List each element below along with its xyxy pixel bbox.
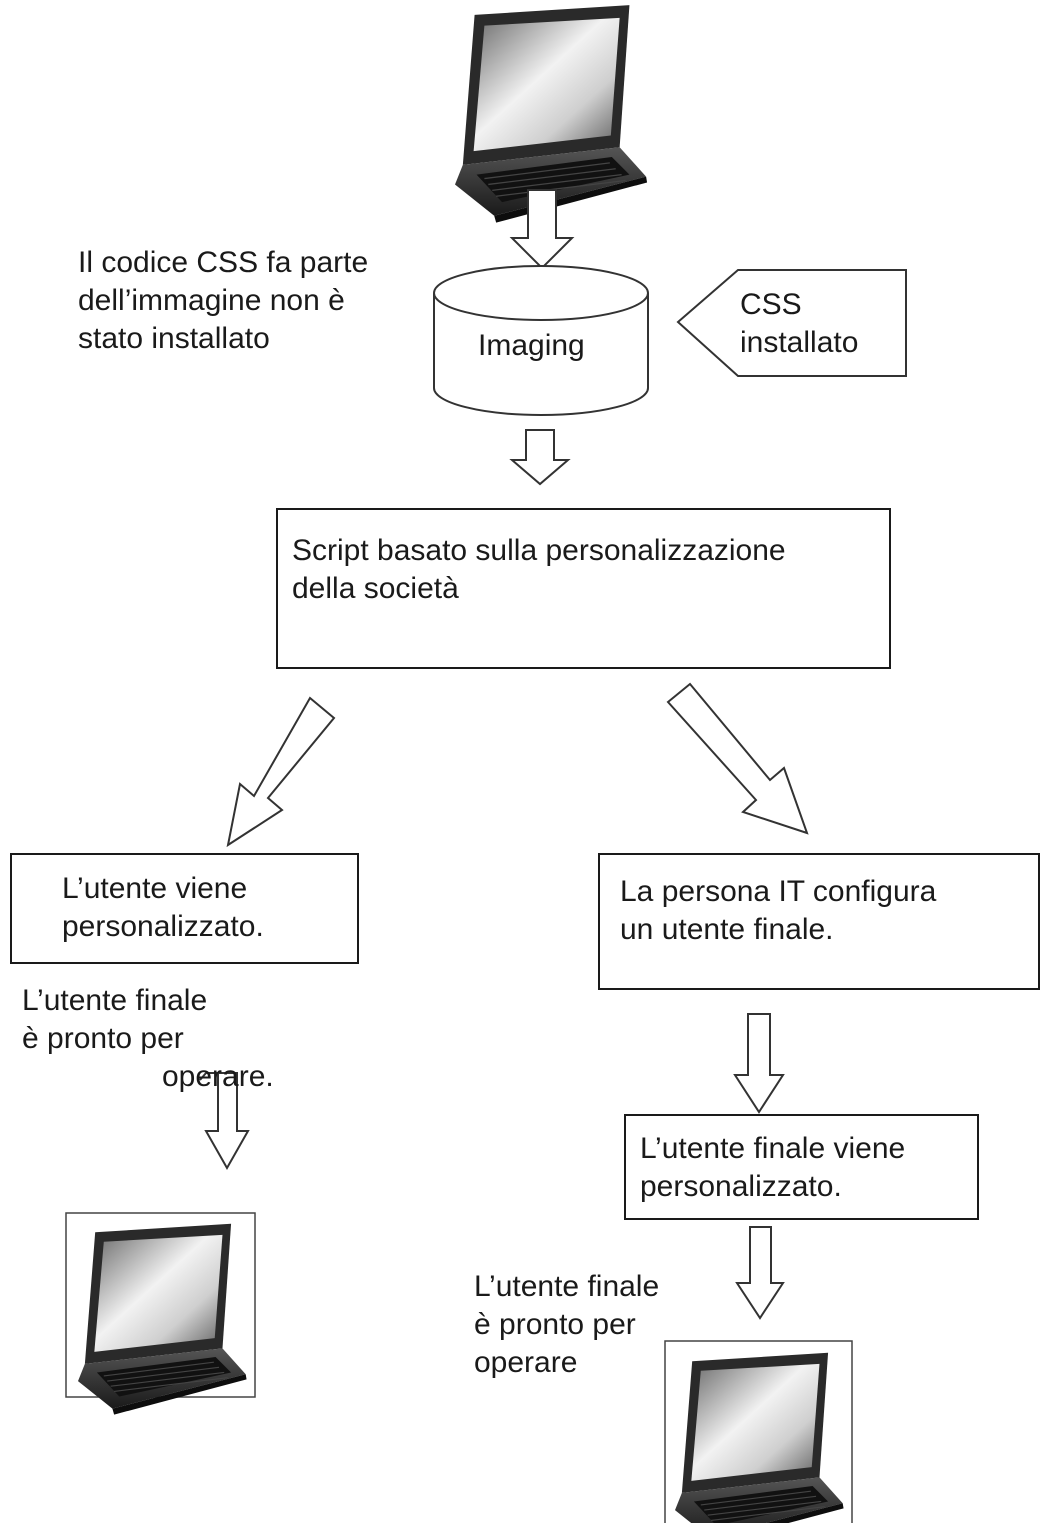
script-box <box>276 508 891 669</box>
user-customized-line: L’utente viene <box>62 872 248 905</box>
user-customized-box <box>10 853 359 964</box>
css-installed-line: CSS <box>740 288 802 321</box>
css-note-line: dell’immagine non è <box>78 284 345 317</box>
css-note-text: Il codice CSS fa parte dell’immagine non… <box>78 244 368 358</box>
arrow-down-icon-4 <box>733 1013 785 1114</box>
css-installed-label: CSS installato <box>740 286 858 362</box>
arrow-diagonal-icon-left <box>226 696 336 848</box>
laptop-icon-right <box>674 1352 845 1523</box>
end-user-customized-text: L’utente finale viene personalizzato. <box>640 1130 905 1206</box>
arrow-diagonal-icon-right <box>666 682 809 835</box>
right-ready-line: L’utente finale <box>474 1270 660 1303</box>
connector-line <box>199 1072 218 1081</box>
right-ready-line: operare <box>474 1346 578 1379</box>
end-user-customized-line: personalizzato. <box>640 1170 842 1203</box>
arrow-down-icon-1 <box>509 189 575 270</box>
css-installed-line: installato <box>740 326 859 359</box>
it-config-text: La persona IT configura un utente finale… <box>620 873 936 949</box>
arrow-down-icon-5 <box>735 1226 785 1320</box>
left-ready-text: L’utente finale è pronto per operare. <box>22 982 274 1096</box>
database-icon <box>433 265 649 416</box>
end-user-customized-box <box>624 1114 979 1220</box>
left-ready-line: è pronto per <box>22 1022 184 1055</box>
it-config-box <box>598 853 1040 990</box>
user-customized-line: personalizzato. <box>62 910 264 943</box>
user-customized-text: L’utente viene personalizzato. <box>62 870 264 946</box>
left-ready-line: L’utente finale <box>22 984 208 1017</box>
arrow-down-icon-2 <box>509 429 571 486</box>
css-note-line: Il codice CSS fa parte <box>78 246 369 279</box>
end-user-customized-line: L’utente finale viene <box>640 1132 906 1165</box>
pentagon-arrow-icon <box>676 269 907 377</box>
laptop-icon-left <box>77 1223 248 1416</box>
right-ready-text: L’utente finale è pronto per operare <box>474 1268 659 1382</box>
css-note-line: stato installato <box>78 322 270 355</box>
right-ready-line: è pronto per <box>474 1308 636 1341</box>
script-box-line: della società <box>292 572 459 605</box>
it-config-line: La persona IT configura <box>620 875 937 908</box>
imaging-label: Imaging <box>478 329 585 362</box>
left-ready-line: operare. <box>162 1060 274 1093</box>
it-config-line: un utente finale. <box>620 913 834 946</box>
script-box-text: Script basato sulla personalizzazione de… <box>292 532 786 608</box>
arrow-down-icon-3 <box>204 1072 250 1171</box>
script-box-line: Script basato sulla personalizzazione <box>292 534 786 567</box>
